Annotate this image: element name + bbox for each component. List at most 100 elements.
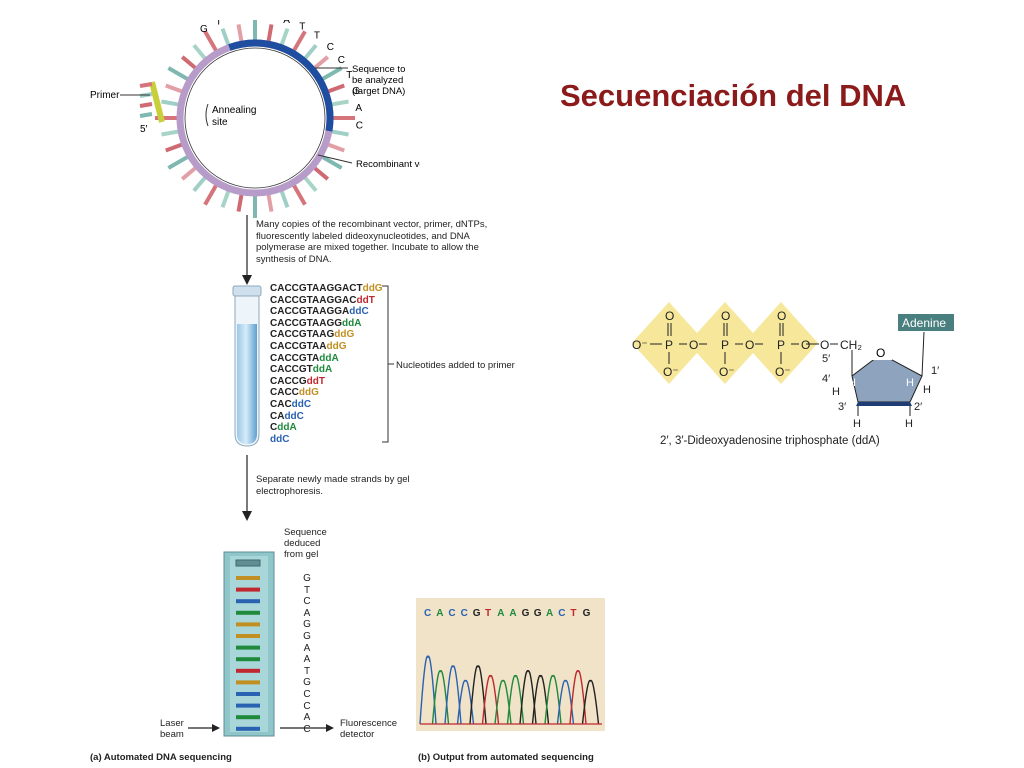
caption-output: (b) Output from automated sequencing xyxy=(418,752,594,763)
fragment-row: CACCGTAAGGACddT xyxy=(270,295,383,307)
chromatogram-letter: A xyxy=(546,608,554,619)
svg-text:H: H xyxy=(906,377,914,389)
bridge-oxygen: O xyxy=(801,338,810,352)
target-base-letter: C xyxy=(356,120,363,131)
gel-band xyxy=(236,576,260,580)
chromatogram-peak xyxy=(494,679,512,725)
target-base-letter: G xyxy=(249,20,257,21)
chromatogram-peak xyxy=(519,670,537,725)
gel-column xyxy=(223,551,275,737)
chromatogram-peak xyxy=(544,675,562,725)
fragment-base: C xyxy=(270,422,278,434)
fragment-dideoxy: ddA xyxy=(312,364,333,376)
chromatogram-peak xyxy=(456,679,475,725)
recombinant-vector-label: Recombinant vector xyxy=(356,159,420,170)
fragment-row: CACCGTAddA xyxy=(270,353,383,365)
vector-base-ticks xyxy=(155,20,355,218)
fragment-base: CA xyxy=(270,410,285,422)
gel-letter: C xyxy=(303,700,311,712)
chromatogram-peak xyxy=(431,670,450,725)
ring-oxygen: O xyxy=(876,346,885,360)
adenine-label: Adenine xyxy=(902,316,946,330)
fragments-bracket xyxy=(382,285,394,443)
target-sequence-letters: GTGGCATTCCTGAC xyxy=(200,20,363,131)
primer-5-prime-label: 5′ xyxy=(140,124,148,135)
fragment-row: CACCGddT xyxy=(270,376,383,388)
target-base-letter: G xyxy=(232,20,240,23)
chromatogram-peak xyxy=(581,679,600,725)
fragment-dideoxy: ddC xyxy=(291,398,312,410)
target-base-letter: G xyxy=(352,86,360,97)
adenine-box xyxy=(898,314,954,331)
primer-ticks xyxy=(139,82,153,118)
chromatogram-letter: A xyxy=(509,608,517,619)
svg-text:5′: 5′ xyxy=(822,353,830,365)
slide-title: Secuenciación del DNA xyxy=(560,78,907,113)
fragment-dideoxy: ddA xyxy=(319,352,339,364)
gel-band xyxy=(236,657,260,662)
fragment-base: CACCGT xyxy=(270,364,313,376)
chromatogram-peak xyxy=(569,670,587,725)
svg-text:H: H xyxy=(923,384,931,396)
step-2-text: Separate newly made strands by gel elect… xyxy=(256,474,410,497)
gel-band xyxy=(236,610,260,615)
gel-band xyxy=(236,703,260,708)
phosphate-oxygen-top: O xyxy=(777,309,786,323)
annealing-site-label-1: Annealing xyxy=(212,105,256,116)
fragment-row: CACCGTddA xyxy=(270,364,383,376)
chromatogram-peak xyxy=(444,665,462,725)
chromatogram-peak xyxy=(506,675,525,725)
svg-text:H: H xyxy=(905,418,913,430)
fragment-base: CACCG xyxy=(270,375,307,387)
target-dna-arc xyxy=(228,39,334,132)
target-base-letter: G xyxy=(200,24,208,35)
arrow-step-2 xyxy=(242,455,252,521)
gel-letter: G xyxy=(303,619,311,631)
chromatogram-peak xyxy=(556,679,575,725)
fragment-dideoxy: ddG xyxy=(334,329,355,341)
fragment-base: CAC xyxy=(270,398,292,410)
target-base-letter: T xyxy=(216,20,222,28)
fragment-row: CACCGTAAGGddA xyxy=(270,318,383,330)
gel-letter: T xyxy=(303,584,311,596)
svg-text:O: O xyxy=(820,338,829,352)
phosphorus: P xyxy=(777,338,785,352)
laser-arrow xyxy=(188,724,220,732)
phosphorus: P xyxy=(665,338,673,352)
target-base-letter: C xyxy=(338,55,345,66)
svg-text:4′: 4′ xyxy=(822,373,830,385)
svg-text:H: H xyxy=(853,418,861,430)
gel-letter: G xyxy=(303,573,311,584)
fragment-row: CddA xyxy=(270,422,383,434)
chromatogram-letter: G xyxy=(583,608,592,619)
fragment-row: CAddC xyxy=(270,411,383,423)
caption-automated-sequencing: (a) Automated DNA sequencing xyxy=(90,752,232,763)
gel-bands xyxy=(235,559,261,731)
fragment-row: CACCddG xyxy=(270,387,383,399)
chromatogram-peak xyxy=(469,665,487,725)
chromatogram-letter: A xyxy=(436,608,444,619)
fragment-dideoxy: ddC xyxy=(270,433,290,445)
target-base-letter: T xyxy=(299,21,305,32)
gel-letter: A xyxy=(303,712,311,724)
o-minus-left: O⁻ xyxy=(632,338,648,352)
detector-arrow xyxy=(280,724,334,732)
gel-letter: T xyxy=(303,665,311,677)
fragment-base: CACCGTAAGGACT xyxy=(270,283,363,294)
target-base-letter: A xyxy=(355,103,362,114)
gel-letter: C xyxy=(303,723,311,735)
bridge-oxygen: O xyxy=(689,338,698,352)
fragment-dideoxy: ddG xyxy=(298,387,319,399)
svg-text:3′: 3′ xyxy=(838,401,846,413)
gel-band xyxy=(236,715,260,720)
gel-well xyxy=(235,559,261,567)
fragment-row: CACddC xyxy=(270,399,383,411)
fragment-dideoxy: ddT xyxy=(306,375,325,387)
gel-band xyxy=(236,634,260,638)
fragment-base: CACCGTA xyxy=(270,352,320,364)
chromatogram-peak xyxy=(531,675,550,725)
